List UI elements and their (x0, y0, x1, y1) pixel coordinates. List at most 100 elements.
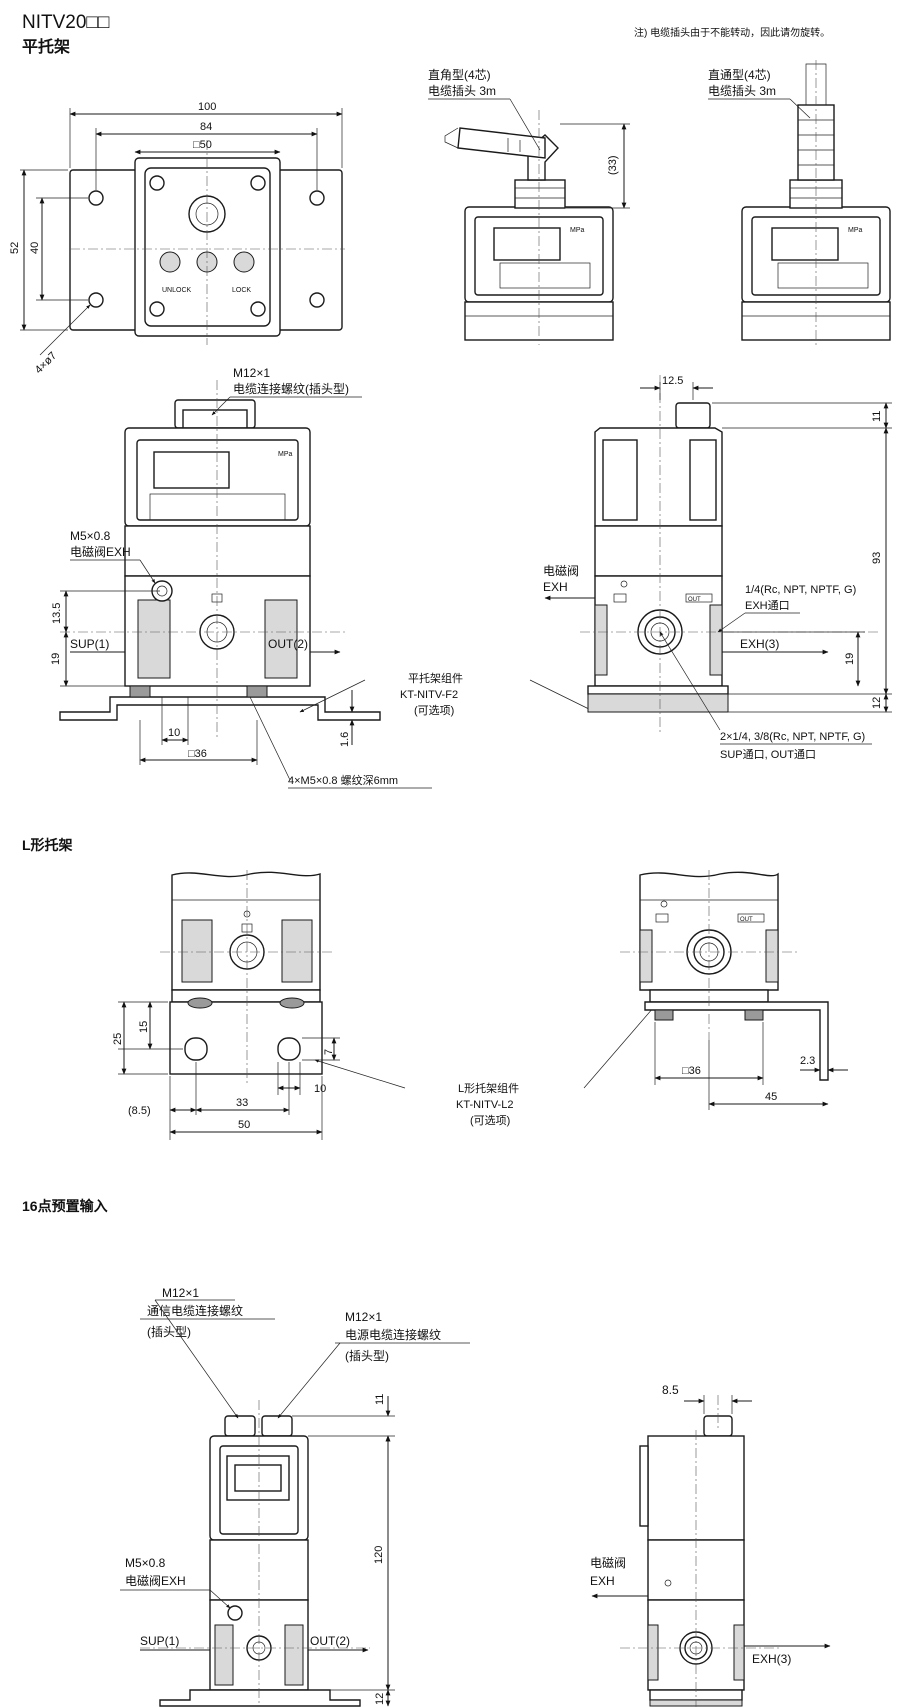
sup-out-name: SUP通口, OUT通口 (720, 748, 816, 761)
comm-connector (224, 1415, 256, 1437)
power-m12: M12×1 (345, 1310, 382, 1324)
sup-label: SUP(1) (70, 637, 109, 651)
dim-12: 12 (871, 697, 883, 709)
dim-11: 11 (871, 411, 883, 422)
dim-33: 33 (236, 1097, 248, 1109)
flat-kit-label: 平托架组件 (408, 671, 463, 685)
unlock-label: UNLOCK (162, 287, 192, 294)
mpa-badge: MPa (278, 451, 293, 458)
model-title: NITV20□□ (22, 12, 110, 33)
dim-2-3: 2.3 (800, 1055, 815, 1067)
screw-icon (250, 301, 266, 317)
dim-84: 84 (200, 121, 212, 133)
dim-13-5: 13.5 (51, 603, 63, 624)
up-button-icon (233, 251, 255, 273)
flat-bracket (59, 696, 381, 721)
dim-19: 19 (50, 653, 62, 665)
l-bracket-title: L形托架 (22, 837, 73, 853)
m5-label: M5×0.8 (70, 529, 111, 543)
unit-face (144, 167, 271, 327)
mount-hole-icon (88, 190, 104, 206)
flat-bracket (587, 693, 729, 713)
flat-top-view: UNLOCK LOCK 100 84 □50 52 40 4×ø7 (9, 101, 345, 376)
straight-view: MPa 直通型(4芯) 电缆插头 3m (708, 60, 891, 345)
dim-93: 93 (871, 552, 883, 564)
power-desc: 电源电缆连接螺纹 (345, 1327, 441, 1342)
exh-label-1: 电磁阀 (543, 563, 579, 578)
dim-8-5: 8.5 (662, 1383, 679, 1397)
dim-19: 19 (844, 653, 856, 665)
dim-45: 45 (765, 1091, 777, 1103)
down-button-icon (159, 251, 181, 273)
preset-exh-2: EXH (590, 1574, 615, 1588)
sup-out-spec: 2×1/4, 3/8(Rc, NPT, NPTF, G) (720, 731, 865, 743)
right-angle-label: 直角型(4芯) (428, 68, 491, 82)
dim-8-5: (8.5) (128, 1105, 151, 1117)
l-kit-model: KT-NITV-L2 (456, 1099, 513, 1111)
mount-hole-icon (88, 292, 104, 308)
l-front-view: 15 25 7 10 (8.5) 33 50 L形托架组件 KT-NITV-L2… (112, 870, 661, 1140)
slot-icon (184, 1037, 208, 1061)
dim-7: 7 (323, 1049, 335, 1055)
screw-icon (149, 175, 165, 191)
dim-50: □50 (193, 139, 212, 151)
out-label: OUT(2) (268, 637, 308, 651)
screw-icon (149, 301, 165, 317)
dim-11: 11 (374, 1394, 386, 1405)
preset-side-view: 8.5 电磁阀 EXH EXH(3) (590, 1383, 831, 1707)
mount-hole-icon (309, 292, 325, 308)
side-flat-view: OUT 12.5 11 93 12 19 电磁阀 EXH 1/4(Rc, NPT… (543, 375, 892, 761)
straight-cable: 电缆插头 3m (708, 84, 776, 98)
straight-label: 直通型(4芯) (708, 68, 771, 82)
m12-desc: 电缆连接螺纹(插头型) (233, 381, 349, 396)
flat-kit-model: KT-NITV-F2 (400, 689, 458, 701)
dim-1-6: 1.6 (339, 732, 351, 747)
right-angle-view: MPa (33) 直角型(4芯) 电缆插头 3m (428, 68, 630, 345)
screw-spec: 4×M5×0.8 螺纹深6mm (288, 773, 398, 787)
exh-port-icon (227, 1605, 243, 1621)
exh-port-name: EXH通口 (745, 599, 790, 612)
preset-sup: SUP(1) (140, 1634, 179, 1648)
dim-12-5: 12.5 (662, 375, 683, 387)
out-tag: OUT (688, 597, 701, 603)
exh-port-spec: 1/4(Rc, NPT, NPTF, G) (745, 584, 856, 596)
lcd-display (493, 227, 561, 261)
mpa-badge: MPa (570, 227, 585, 234)
flat-kit-optional: (可选项) (414, 704, 454, 717)
exh-label-2: EXH (543, 580, 568, 594)
dim-50: 50 (238, 1119, 250, 1131)
dim-10: 10 (314, 1083, 326, 1095)
dim-25: 25 (112, 1033, 124, 1045)
preset-exh-1: 电磁阀 (590, 1555, 626, 1570)
lock-label: LOCK (232, 287, 251, 294)
exh3-label: EXH(3) (740, 637, 779, 651)
slot-icon (277, 1037, 301, 1061)
preset-m5-desc: 电磁阀EXH (125, 1573, 186, 1588)
dim-holes: 4×ø7 (33, 350, 59, 376)
preset-out: OUT(2) (310, 1634, 350, 1648)
power-type: (插头型) (345, 1349, 389, 1363)
l-kit-optional: (可选项) (470, 1114, 510, 1127)
dim-36: □36 (682, 1065, 701, 1077)
dim-15: 15 (138, 1021, 150, 1033)
dim-120: 120 (373, 1546, 385, 1564)
screw-icon (250, 175, 266, 191)
right-angle-cable: 电缆插头 3m (428, 84, 496, 98)
preset-title: 16点预置输入 (22, 1198, 108, 1214)
comm-m12: M12×1 (162, 1286, 199, 1300)
flat-bracket-title: 平托架 (22, 37, 70, 56)
comm-desc: 通信电缆连接螺纹 (147, 1303, 243, 1318)
dim-100: 100 (198, 101, 216, 113)
front-flat-view: MPa M12×1 电缆连接螺纹(插头型) M5×0.8 电磁阀EXH 13.5… (50, 366, 596, 789)
out-tag: OUT (740, 917, 753, 923)
mpa-badge: MPa (848, 227, 863, 234)
preset-exh3: EXH(3) (752, 1652, 791, 1666)
power-connector (261, 1415, 293, 1437)
comm-type: (插头型) (147, 1325, 191, 1339)
preset-front-view: M12×1 通信电缆连接螺纹 (插头型) M12×1 电源电缆连接螺纹 (插头型… (120, 1286, 470, 1707)
dim-12: 12 (374, 1693, 386, 1705)
dim-40: 40 (29, 242, 41, 254)
lcd-display (153, 451, 230, 489)
dim-52: 52 (9, 242, 21, 254)
